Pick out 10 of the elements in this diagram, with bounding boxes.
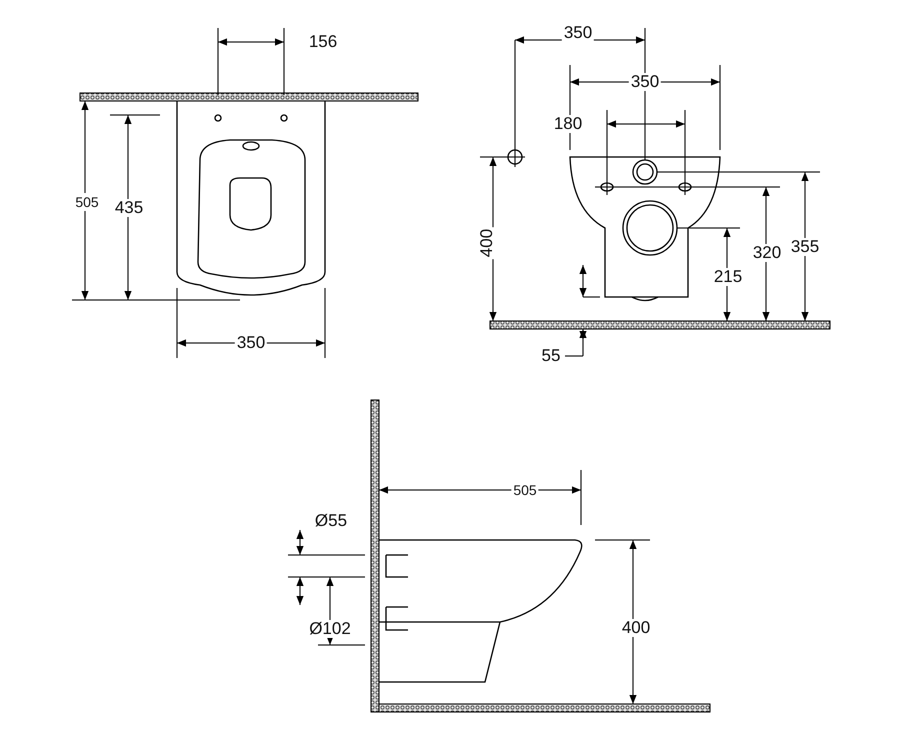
dimension-label: 435: [112, 199, 146, 217]
dimension-label: 400: [478, 226, 496, 260]
dimension-label: 505: [73, 193, 101, 211]
dimension-label: 320: [750, 244, 784, 262]
dimension-label: Ø102: [307, 620, 353, 638]
dimension-label: 350: [562, 24, 594, 42]
dimension-label: 215: [712, 268, 744, 286]
dimension-label: 350: [628, 73, 662, 91]
dimension-label: 355: [788, 238, 822, 256]
dimension-label: 400: [620, 619, 652, 637]
